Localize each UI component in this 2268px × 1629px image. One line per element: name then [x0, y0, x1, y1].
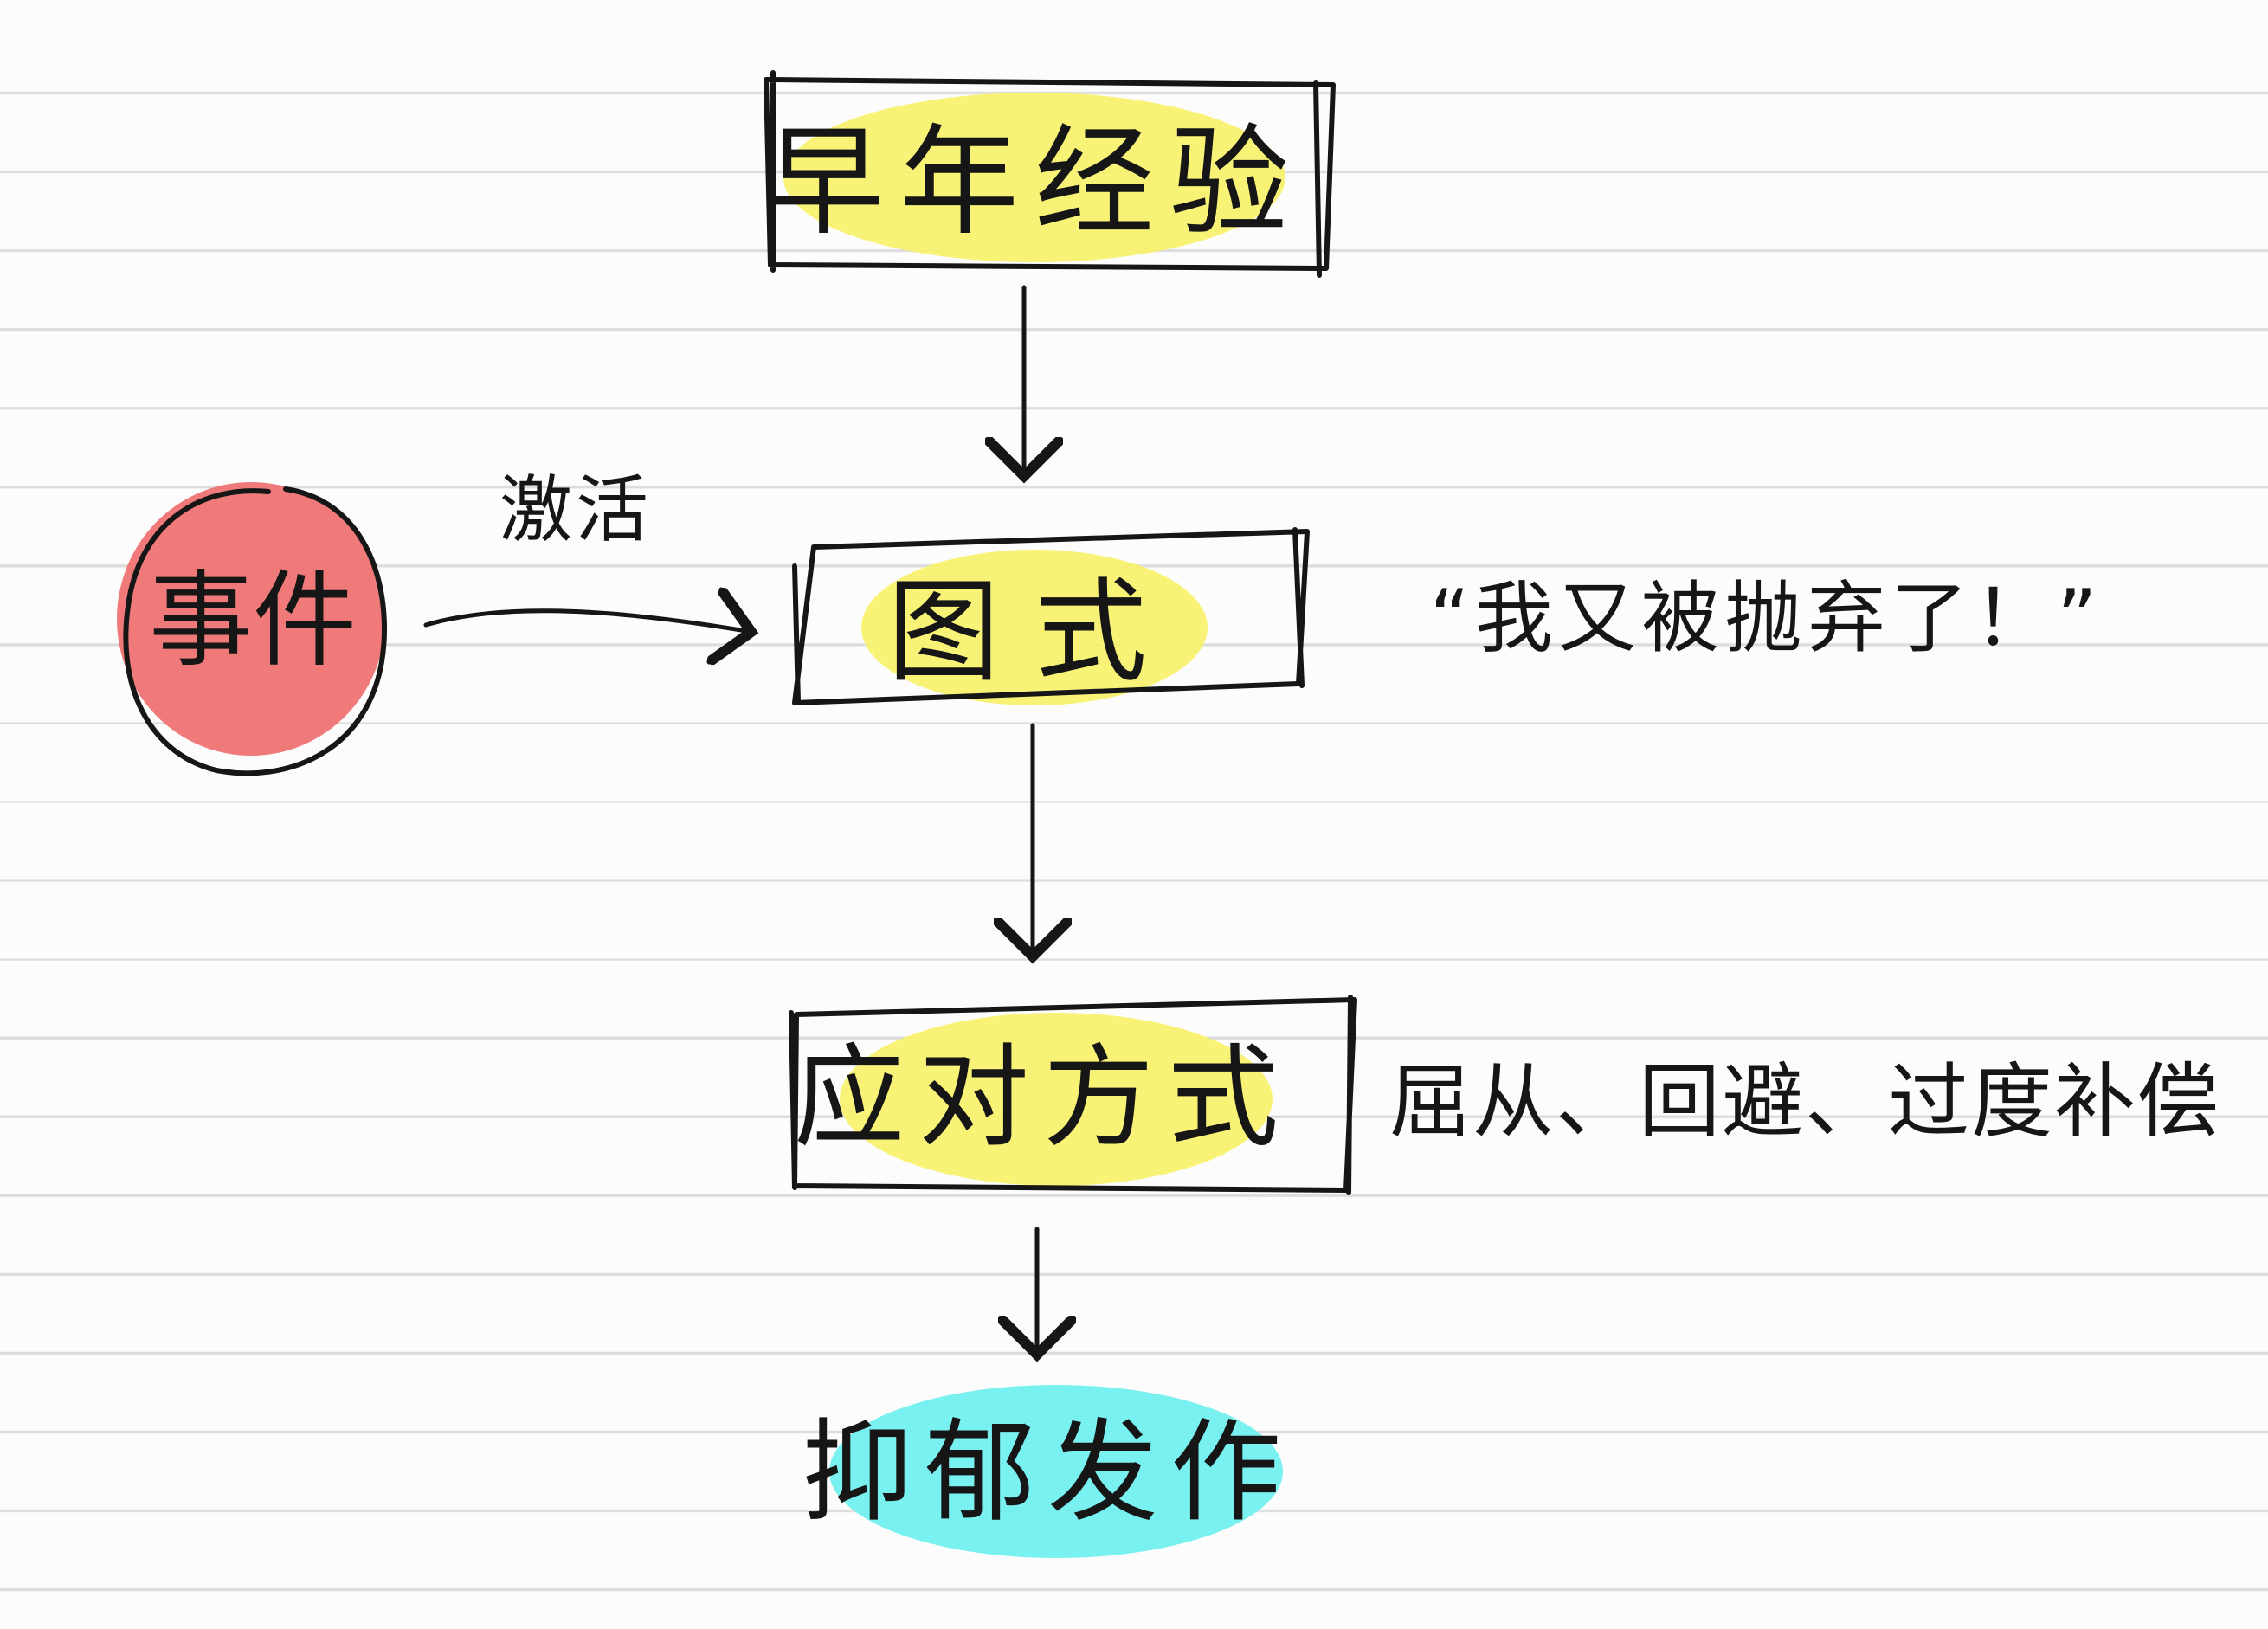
node-schema: 图式 — [792, 527, 1310, 705]
annotation-coping-examples: 屈从、回避、过度补偿 — [1389, 1055, 2220, 1149]
box-coping — [789, 995, 1357, 1195]
label-depression: 抑郁发作 — [802, 1408, 1293, 1537]
highlight-early-experience — [783, 93, 1285, 262]
node-event: 事件 — [117, 482, 388, 776]
edge-label-activate: 激活 — [499, 467, 652, 552]
label-early-experience: 早年经验 — [764, 113, 1305, 252]
box-early-experience — [764, 70, 1336, 278]
label-schema: 图式 — [887, 566, 1182, 698]
box-schema — [792, 527, 1310, 705]
highlight-coping — [840, 1013, 1273, 1186]
label-coping: 应对方式 — [794, 1033, 1292, 1162]
node-depression: 抑郁发作 — [802, 1385, 1293, 1558]
annotation-schema-quote: “我又被抛弃了！” — [1429, 573, 2102, 664]
fill-event — [117, 482, 385, 756]
arrow-event-to-schema — [423, 611, 751, 632]
highlight-schema — [861, 550, 1208, 705]
highlight-depression — [829, 1385, 1283, 1558]
node-coping: 应对方式 — [789, 995, 1357, 1195]
circle-event — [123, 486, 388, 776]
node-early-experience: 早年经验 — [764, 70, 1336, 278]
label-event: 事件 — [149, 561, 357, 681]
